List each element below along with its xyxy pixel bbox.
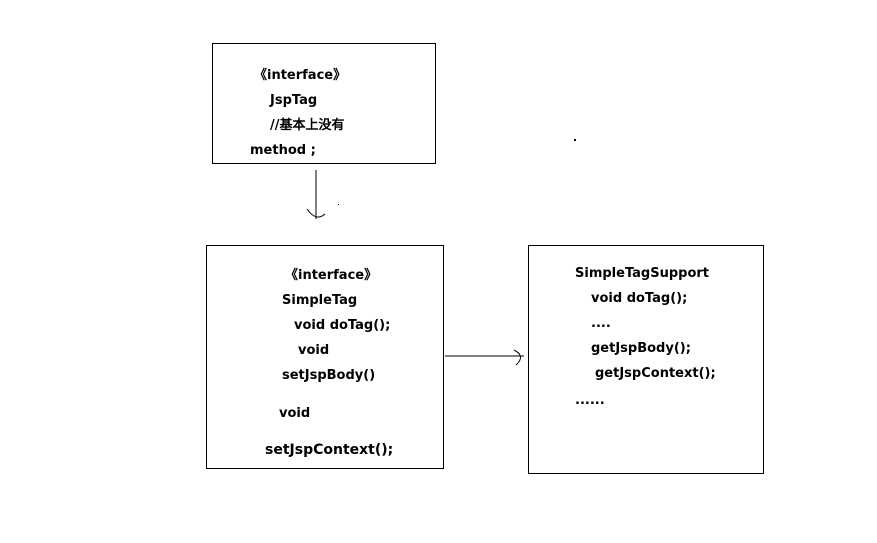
simpletag-method-setjspcontext: setJspContext(); (265, 442, 394, 458)
simpletagsupport-class-box (528, 245, 764, 474)
jsptag-name: JspTag (270, 93, 318, 108)
simpletag-method-void2: void (279, 406, 311, 421)
down-arrow (306, 170, 326, 219)
simpletagsupport-method-dotag: void doTag(); (591, 291, 688, 306)
simpletag-method-setjspbody: setJspBody() (282, 368, 376, 383)
stray-dot (574, 139, 576, 141)
jsptag-method: method ; (250, 143, 316, 158)
simpletagsupport-ellipsis1: .... (591, 316, 611, 331)
jsptag-comment: //基本上没有 (270, 118, 345, 133)
simpletagsupport-name: SimpleTagSupport (575, 266, 709, 281)
jsptag-interface-box (212, 43, 436, 164)
simpletag-name: SimpleTag (282, 293, 358, 308)
simpletagsupport-method-getjspcontext: getJspContext(); (595, 366, 716, 381)
simpletag-stereotype: 《interface》 (285, 268, 378, 283)
simpletag-method-dotag: void doTag(); (294, 318, 391, 333)
jsptag-stereotype: 《interface》 (254, 68, 347, 83)
simpletagsupport-method-getjspbody: getJspBody(); (591, 341, 691, 356)
right-arrow (445, 349, 524, 366)
stray-mark (338, 204, 339, 205)
simpletag-method-void1: void (298, 343, 330, 358)
simpletagsupport-ellipsis2: ...... (575, 393, 605, 408)
simpletag-interface-box (206, 245, 444, 469)
